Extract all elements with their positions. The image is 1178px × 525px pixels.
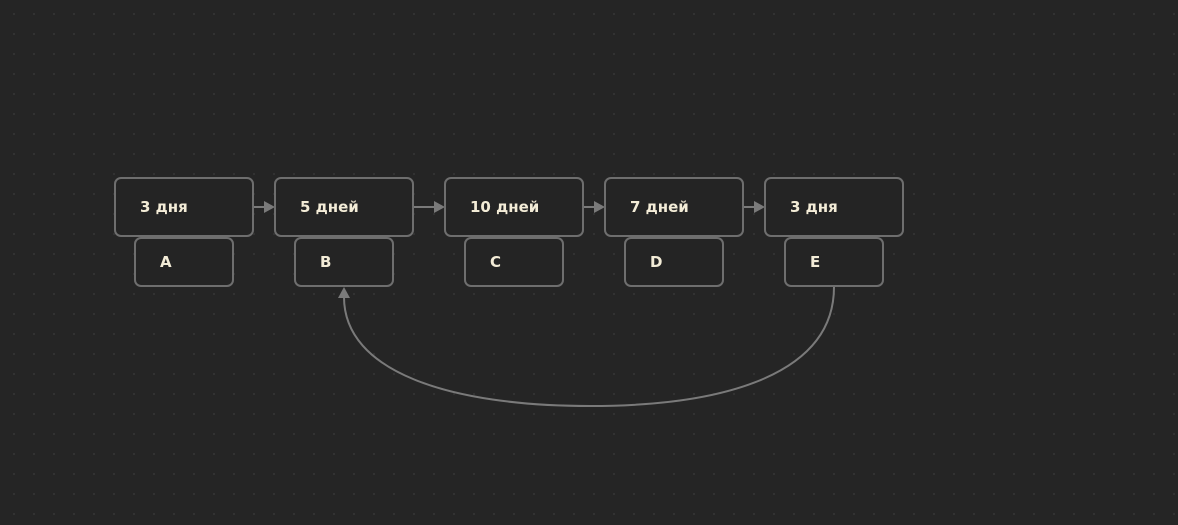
task-d-duration-label: 7 дней bbox=[630, 198, 689, 216]
task-a-name-label: A bbox=[160, 253, 172, 271]
task-d-name-label: D bbox=[650, 253, 663, 271]
task-e-name-box[interactable]: E bbox=[784, 237, 884, 287]
task-c-name-label: C bbox=[490, 253, 502, 271]
task-e-name-label: E bbox=[810, 253, 821, 271]
task-b-duration-box[interactable]: 5 дней bbox=[274, 177, 414, 237]
task-c-name-box[interactable]: C bbox=[464, 237, 564, 287]
task-b-name-label: B bbox=[320, 253, 332, 271]
task-a-duration-label: 3 дня bbox=[140, 198, 188, 216]
task-e-duration-label: 3 дня bbox=[790, 198, 838, 216]
task-c-duration-box[interactable]: 10 дней bbox=[444, 177, 584, 237]
arrowhead-b-to-c bbox=[434, 201, 445, 213]
task-d-duration-box[interactable]: 7 дней bbox=[604, 177, 744, 237]
task-a-name-box[interactable]: A bbox=[134, 237, 234, 287]
arrowhead-c-to-d bbox=[594, 201, 605, 213]
arrowhead-e-to-b bbox=[338, 287, 350, 298]
task-a-duration-box[interactable]: 3 дня bbox=[114, 177, 254, 237]
arrowhead-d-to-e bbox=[754, 201, 765, 213]
task-e-duration-box[interactable]: 3 дня bbox=[764, 177, 904, 237]
arrow-e-to-b bbox=[343, 286, 835, 408]
arrowhead-a-to-b bbox=[264, 201, 275, 213]
task-d-name-box[interactable]: D bbox=[624, 237, 724, 287]
task-b-duration-label: 5 дней bbox=[300, 198, 359, 216]
task-c-duration-label: 10 дней bbox=[470, 198, 540, 216]
task-b-name-box[interactable]: B bbox=[294, 237, 394, 287]
